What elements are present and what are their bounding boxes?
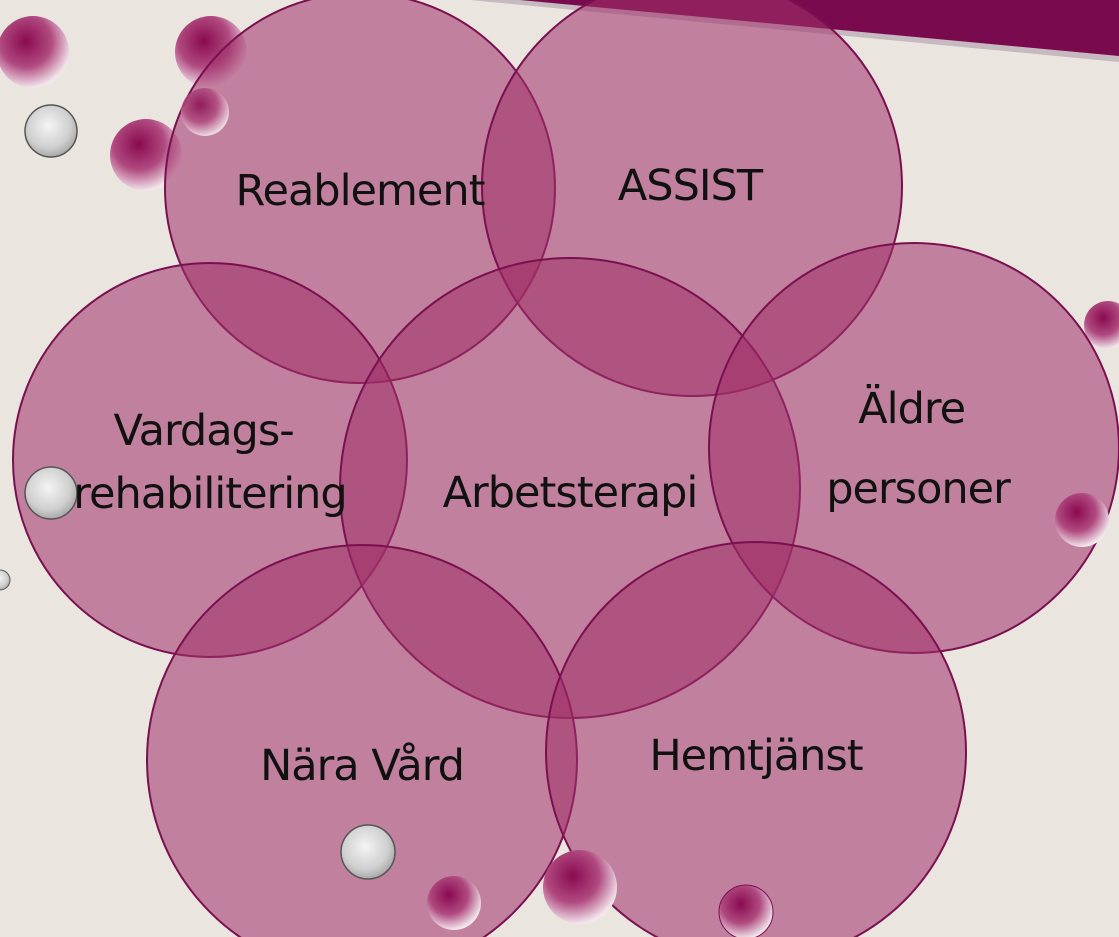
decor-bubble-gray	[340, 824, 396, 880]
circle-hemtjanst	[545, 541, 967, 937]
label-nara-vard: Nära Vård	[260, 741, 464, 791]
decor-bubble-magenta	[1055, 493, 1109, 547]
venn-labels: Reablement ASSIST Vardags- rehabiliterin…	[73, 161, 1012, 791]
decor-bubble-magenta	[1084, 301, 1119, 349]
decor-bubble-magenta	[543, 850, 617, 924]
decor-bubble-magenta	[110, 119, 182, 191]
label-vardagsrehabilitering: Vardags- rehabilitering	[73, 406, 346, 519]
label-assist: ASSIST	[618, 161, 764, 211]
label-reablement: Reablement	[236, 166, 485, 216]
label-aldre-personer: Äldre personer	[826, 383, 1011, 514]
decor-bubble-magenta	[427, 876, 481, 930]
label-hemtjanst: Hemtjänst	[649, 731, 862, 781]
label-arbetsterapi: Arbetsterapi	[443, 468, 698, 518]
background-bubbles	[0, 16, 1119, 591]
venn-circles	[12, 0, 1119, 937]
decor-bubble-gray	[24, 104, 78, 158]
decor-bubble-gray	[0, 569, 11, 591]
decor-bubble-magenta	[0, 16, 69, 88]
decor-bubble-magenta	[718, 884, 774, 937]
decor-bubble-gray	[24, 466, 78, 520]
decor-bubble-magenta	[181, 88, 229, 136]
foreground-bubbles	[24, 88, 1109, 937]
